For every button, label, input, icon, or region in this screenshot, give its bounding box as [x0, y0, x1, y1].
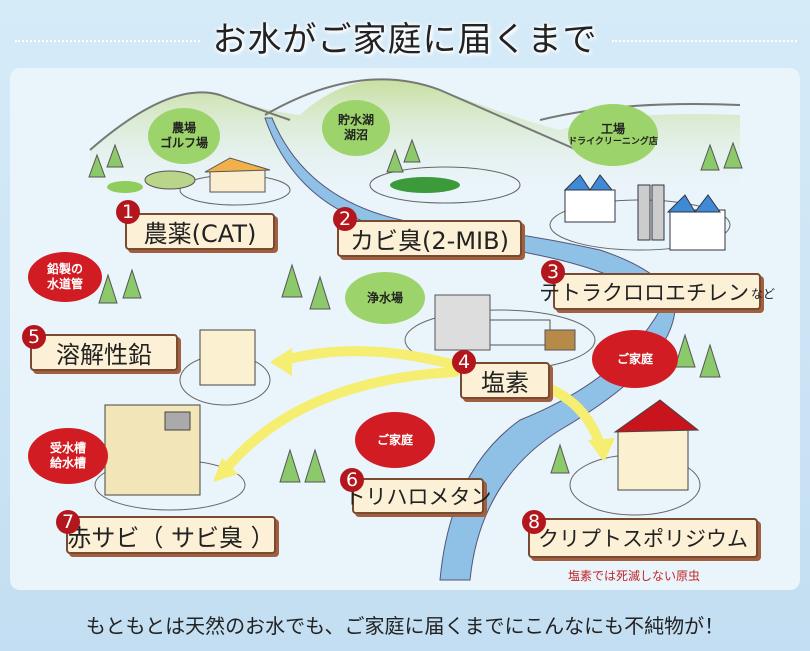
- cryptosporidium-note: 塩素では死滅しない原虫: [568, 569, 701, 583]
- bubble-text: ご家庭: [616, 351, 653, 366]
- bubble-text: 貯水湖: [337, 113, 374, 127]
- bubble-farm-golf: 農場ゴルフ場: [148, 108, 220, 164]
- number-badge-7: 7: [56, 510, 80, 534]
- bubble-text: ゴルフ場: [159, 136, 208, 150]
- apartment-icon: [104, 404, 201, 496]
- label-pesticide: 農薬(CAT): [125, 213, 275, 250]
- bubble-text: 浄水場: [366, 290, 403, 305]
- number-badge-2: 2: [333, 207, 357, 231]
- reservoir-icon: [390, 177, 460, 193]
- bubble-water-tank: 受水槽給水槽: [28, 428, 108, 484]
- bubble-home-right: ご家庭: [592, 330, 678, 388]
- label-text: 塩素: [481, 369, 529, 397]
- bubble-factory: 工場ドライクリーニング店: [568, 104, 658, 166]
- bubble-lead-pipe: 鉛製の水道管: [28, 252, 102, 302]
- number-badge-1: 1: [116, 200, 140, 224]
- bubble-text: 農場: [171, 121, 196, 135]
- label-dissolved-lead: 溶解性鉛: [30, 334, 178, 371]
- bubble-home-center: ご家庭: [355, 412, 435, 468]
- bubble-purification-plant: 浄水場: [345, 272, 425, 324]
- trees: [88, 138, 743, 483]
- label-red-rust: 赤サビ（ サビ臭 ）: [66, 516, 276, 554]
- label-chlorine: 塩素: [460, 362, 550, 399]
- label-text: 溶解性鉛: [56, 341, 152, 369]
- arrowheads: [213, 348, 615, 482]
- bubble-text: ドライクリーニング店: [568, 136, 658, 147]
- label-cryptosporidium: クリプトスポリジウム: [528, 518, 758, 558]
- label-text: 赤サビ（ サビ臭 ）: [67, 523, 275, 552]
- bubble-text: 鉛製の: [46, 262, 83, 276]
- bubble-text: 給水槽: [49, 456, 86, 470]
- label-musty-odor: カビ臭(2-MIB): [337, 220, 522, 257]
- label-trihalomethane: トリハロメタン: [345, 478, 492, 514]
- purification-plant-icon: [434, 294, 576, 351]
- bubble-text: ご家庭: [376, 432, 413, 447]
- bubble-reservoir: 貯水湖湖沼: [322, 100, 390, 156]
- title-decoration-left: [15, 40, 200, 44]
- small-house-icon: [199, 329, 256, 386]
- label-suffix: など: [751, 287, 776, 301]
- number-badge-3: 3: [541, 260, 565, 284]
- page-title: お水がご家庭に届くまで: [212, 20, 598, 60]
- factory-icon: [563, 174, 726, 251]
- golf-green: [107, 181, 143, 193]
- bubble-text: 受水槽: [49, 441, 86, 455]
- label-text: トリハロメタン: [344, 485, 492, 509]
- label-text: カビ臭(2-MIB): [350, 227, 509, 255]
- field: [144, 170, 196, 190]
- number-badge-6: 6: [340, 468, 364, 492]
- label-text: クリプトスポリジウム: [538, 527, 748, 551]
- title-decoration-right: [612, 40, 797, 44]
- label-text: テトラクロロエチレン: [539, 280, 749, 305]
- label-tetrachloroethylene: テトラクロロエチレンなど: [539, 273, 775, 310]
- number-badge-4: 4: [452, 350, 476, 374]
- label-text: 農薬(CAT): [143, 220, 257, 248]
- number-badge-8: 8: [522, 510, 546, 534]
- number-badge-5: 5: [22, 325, 46, 349]
- bubble-text: 工場: [600, 121, 625, 136]
- bubble-text: 水道管: [46, 277, 83, 291]
- bottom-caption: もともとは天然のお水でも、ご家庭に届くまでにこんなにも不純物が！: [85, 614, 725, 638]
- home-icon: [613, 399, 700, 491]
- farm-barn-icon: [204, 157, 271, 193]
- bubble-text: 湖沼: [343, 128, 368, 142]
